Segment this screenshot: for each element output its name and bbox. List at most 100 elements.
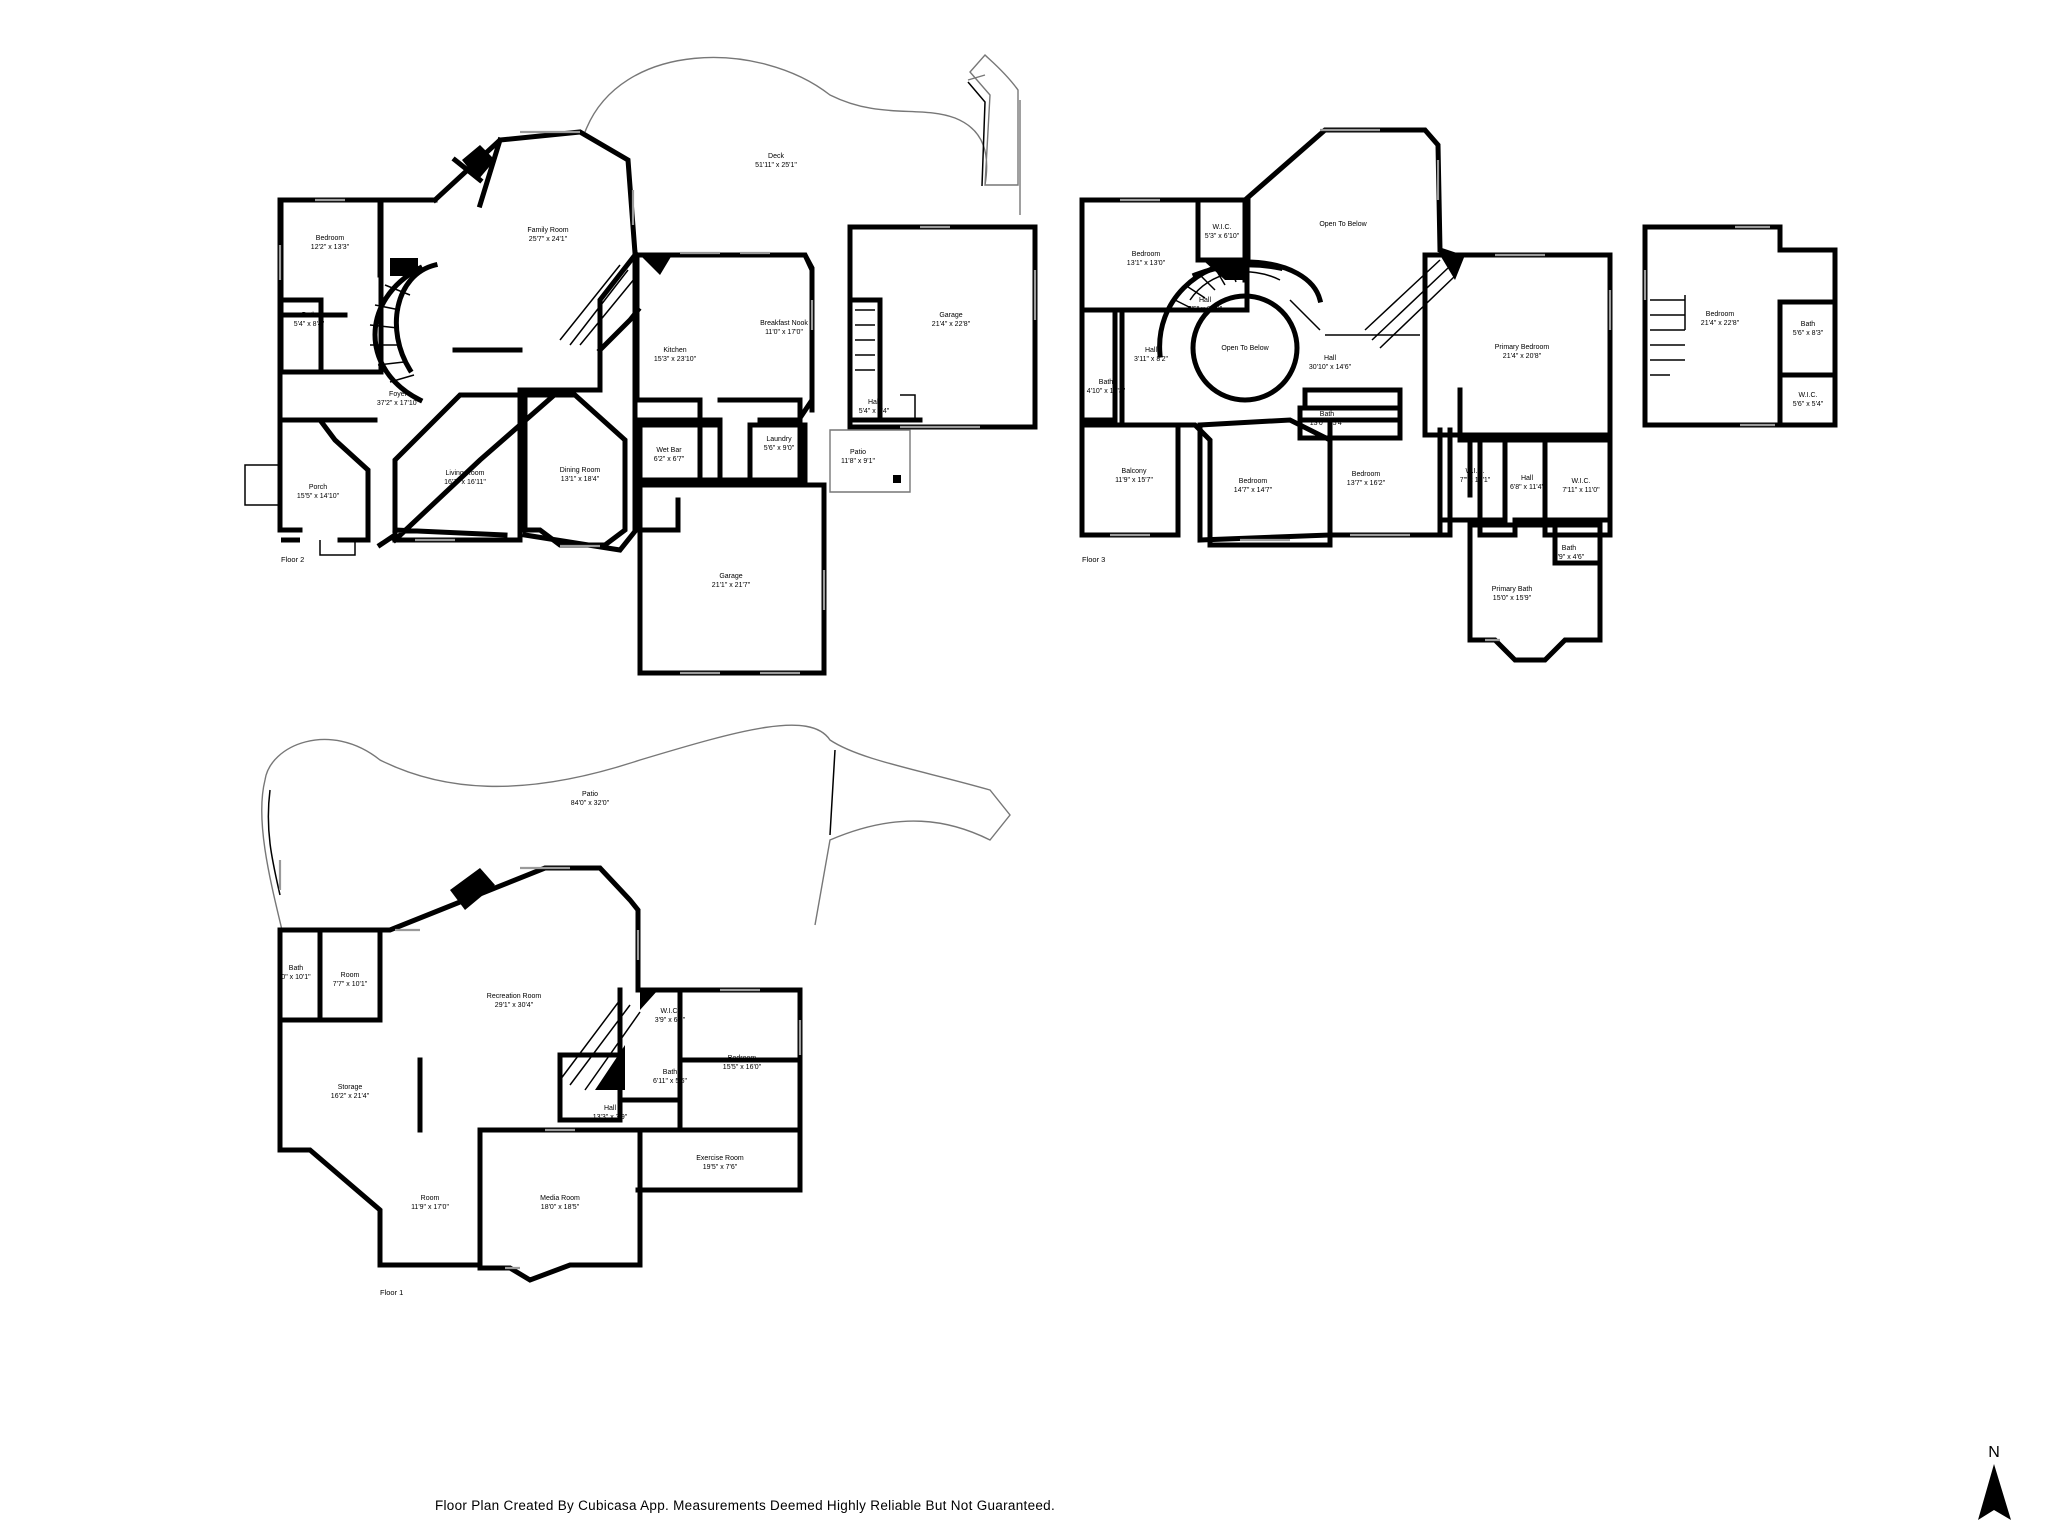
room-dims: 13'1" x 18'4" [561,476,600,483]
floor-3-labels: Open To Below Bedroom 13'1" x 13'0" W.I.… [1087,221,1600,602]
wic-3-walls [1542,432,1613,523]
room-name: W.I.C. [1465,468,1484,475]
room-name: Deck [768,153,784,160]
kitchen-walls [596,252,815,483]
floor-4-plan [1642,224,1838,428]
floor-2-labels: Deck 51'11" x 25'1" Family Room 25'7" x … [294,153,971,589]
room-dims: 4'9" x 4'6" [1554,554,1585,561]
floor-3-plan [1079,127,1613,663]
room-name: Bath [663,1069,678,1076]
room-name: Porch [309,484,327,491]
fireplace-f1 [450,868,495,910]
room-name: Family Room [527,227,568,234]
room-name: Recreation Room [487,993,542,1000]
floor-2-plan [244,53,1038,676]
room-name: Balcony [1122,468,1147,475]
room-name: Patio [850,449,866,456]
room-name: Laundry [766,436,792,443]
room-name: Primary Bath [1492,586,1533,593]
room-name: Kitchen [663,347,686,354]
laundry-walls [747,422,808,486]
room-name: Bath [289,965,304,972]
room-name: Storage [338,1084,363,1091]
room-dims: 0" x 10'1" [281,974,311,981]
room-dims: 21'4" x 22'8" [1701,320,1740,327]
room-dims: 5'6" x 9'0" [764,445,795,452]
room-name: Open To Below [1319,221,1367,228]
fireplace-icon [462,145,495,180]
room-dims: 15'0" x 15'9" [1493,595,1532,602]
room-name: Hall [1521,475,1534,482]
room-dims: 6'8" x 11'4" [1510,484,1544,491]
room-name: Hall [868,399,881,406]
straight-stair [559,264,636,346]
room-name: Bedroom [1352,471,1381,478]
room-name: W.I.C. [1798,392,1817,399]
room-dims: 15'3" x 23'10" [654,356,697,363]
bedroom-walls [278,197,384,375]
porch-steps [244,464,356,556]
floor-1-plan [261,724,1011,1283]
room-dims: 16'7" x 16'11" [444,479,486,486]
room-name: Patio [582,791,598,798]
room-dims: 4'10" x 12'3" [1087,388,1126,395]
room-dims: 7'7" x 10'1" [333,981,368,988]
floor-2-windows [278,130,1037,675]
room-name: Bedroom [1132,251,1161,258]
room-name: Media Room [540,1195,580,1202]
room-name: Wet Bar [656,447,682,454]
room-name: Open To Below [1221,345,1269,352]
room-dims: 6'11" x 5'6" [653,1078,687,1085]
room-name: Living Room [446,470,485,477]
room-dims: 13'3" x 3'9" [593,1114,628,1121]
room-name: Garage [719,573,742,580]
room-dims: 29'1" x 30'4" [495,1002,534,1009]
living-dining-walls [392,392,628,548]
wic-2-walls [1437,432,1508,523]
porch-walls [278,417,371,543]
wic-1-walls [1195,197,1251,263]
room-dims: 51'11" x 25'1" [755,162,797,169]
room-dims: 11'0" x 17'0" [765,329,803,336]
bedroom-nw-walls [1079,197,1250,313]
patio-post [893,475,901,483]
room-name: W.I.C. [1571,478,1590,485]
north-label: N [1988,1444,2000,1461]
north-arrow: N [1978,1444,2011,1520]
room-dims: 21'1" x 21'7" [712,582,751,589]
room-name: Hall [604,1105,617,1112]
bedroom-c-walls [1197,417,1333,543]
room-name: Primary Bedroom [1495,344,1550,351]
bath-pb-walls [1552,522,1603,566]
room-dims: 7'5" x 6'10" [1188,306,1223,313]
curved-stair [372,261,439,404]
room-name: Hall [1199,297,1212,304]
room-dims: 15'5" x 14'10" [297,493,340,500]
room-name: Bath [302,312,317,319]
room-name: Bedroom [316,235,345,242]
room-dims: 5'3" x 6'10" [1205,233,1240,240]
floor-2-label: Floor 2 [281,555,304,564]
room-name: Garage [939,312,962,319]
room-name: Bedroom [1706,311,1735,318]
room-dims: 5'6" x 8'3" [1793,330,1824,337]
north-arrow-icon [1978,1464,2011,1520]
room-dims: 15'5" x 16'0" [723,1064,762,1071]
floor-1-label: Floor 1 [380,1288,403,1297]
room-dims: 11'9" x 17'0" [411,1204,449,1211]
room-name: Dining Room [560,467,601,474]
room-dims: 5'4" x 8'4" [294,321,325,328]
floor-1-walls [277,865,803,1283]
room-dims: 7'" x 10'1" [1460,477,1491,484]
deck-rail [967,81,986,187]
room-dims: 21'4" x 22'8" [932,321,971,328]
room-dims: 14'7" x 14'7" [1234,487,1273,494]
room-dims: 12'2" x 13'3" [311,244,350,251]
room-dims: 30'10" x 14'6" [1309,364,1352,371]
bath-mid-walls [1297,405,1403,441]
room-dims: 16'2" x 21'4" [331,1093,370,1100]
floor-1-labels: Patio 84'0" x 32'0" Bath 0" x 10'1" Room… [281,791,761,1211]
disclaimer-footer: Floor Plan Created By Cubicasa App. Meas… [434,1498,1056,1513]
room-name: Breakfast Nook [760,320,808,327]
